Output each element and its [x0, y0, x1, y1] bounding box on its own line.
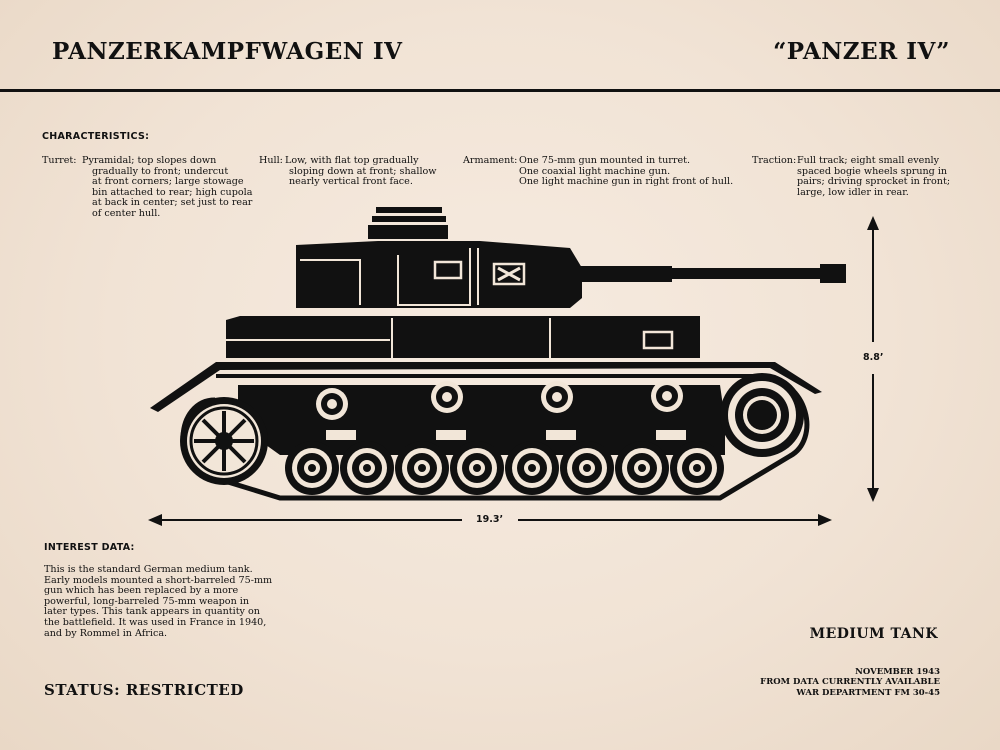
- armament-label: Armament:: [463, 155, 518, 166]
- turret-shape: [296, 241, 582, 308]
- return-rollers: [316, 380, 683, 420]
- length-label: 19.3’: [476, 514, 504, 525]
- traction-label: Traction:: [752, 155, 797, 166]
- status-label: STATUS: RESTRICTED: [44, 681, 244, 699]
- idler-wheel: [180, 397, 268, 485]
- cupola-shape: [368, 207, 448, 239]
- turret-label: Turret:: [42, 155, 77, 166]
- suspension-brackets: [326, 430, 686, 440]
- armament-text: One 75-mm gun mounted in turret. One coa…: [519, 155, 734, 188]
- main-gun-shape: [580, 264, 846, 283]
- hull-visor-box: [642, 330, 674, 350]
- interest-heading: INTEREST DATA:: [44, 542, 135, 553]
- hull-shape: [226, 316, 700, 358]
- length-dimension-line: [148, 514, 832, 526]
- page-title: PANZERKAMPFWAGEN IV: [52, 38, 403, 65]
- page-subtitle: “PANZER IV”: [773, 38, 950, 65]
- interest-text: This is the standard German medium tank.…: [44, 564, 273, 639]
- height-dimension-line: [867, 216, 879, 502]
- turret-text: Pyramidal; top slopes down gradually to …: [82, 155, 253, 219]
- turret-hatch-box: [433, 260, 463, 280]
- traction-text: Full track; eight small evenly spaced bo…: [797, 155, 951, 198]
- classification-label: MEDIUM TANK: [809, 626, 938, 642]
- characteristics-heading: CHARACTERISTICS:: [42, 131, 150, 142]
- road-wheels: [285, 441, 724, 495]
- drive-sprocket: [720, 373, 804, 457]
- turret-cross-box: [492, 262, 526, 286]
- header-rule: [0, 89, 1000, 92]
- hull-text: Low, with flat top gradually sloping dow…: [285, 155, 437, 188]
- source-note: NOVEMBER 1943 FROM DATA CURRENTLY AVAILA…: [760, 667, 940, 698]
- hull-label: Hull:: [259, 155, 283, 166]
- height-label: 8.8’: [863, 352, 884, 363]
